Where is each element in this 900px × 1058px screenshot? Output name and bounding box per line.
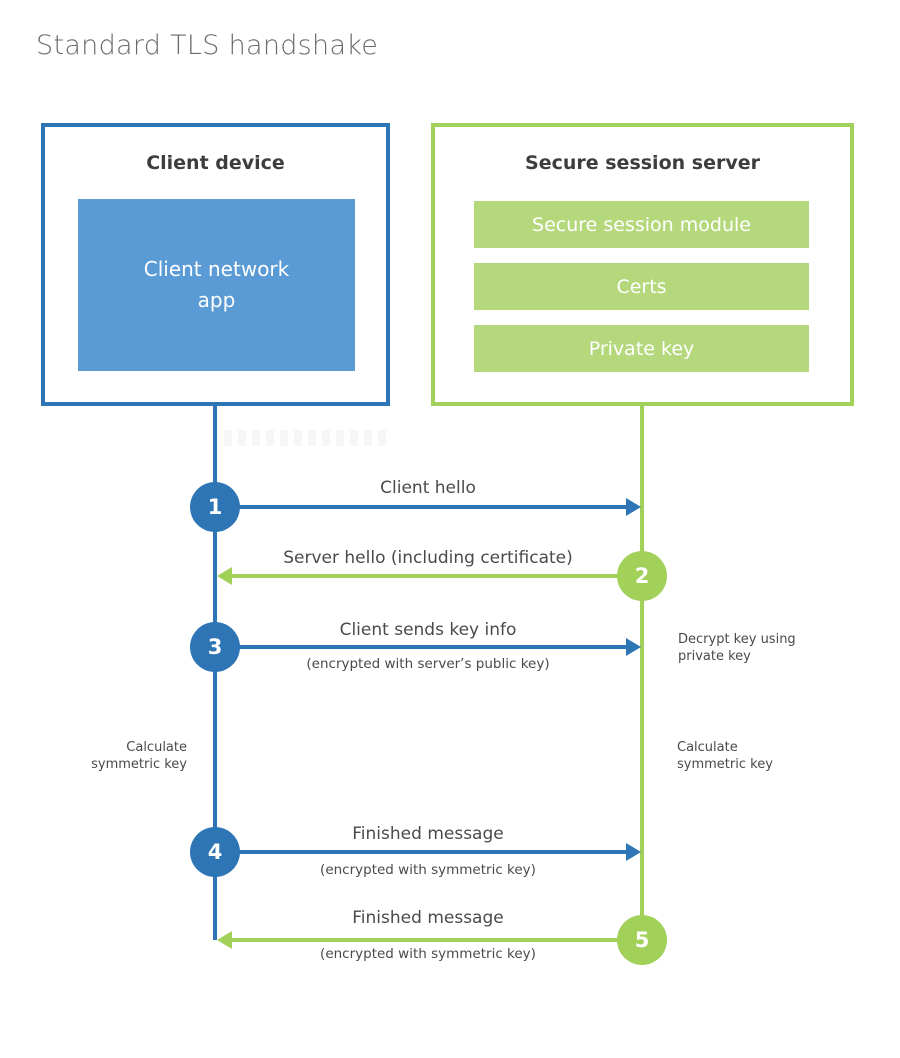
arrow-server-hello [231, 574, 642, 578]
message-label-finished-client: Finished message [352, 824, 504, 844]
secure-session-server-title: Secure session server [525, 152, 760, 174]
message-label-client-hello: Client hello [380, 478, 476, 498]
arrowhead-left-icon [217, 931, 232, 949]
client-device-title: Client device [146, 152, 285, 174]
step-circle-4: 4 [190, 827, 240, 877]
step-circle-2: 2 [617, 551, 667, 601]
message-sublabel-finished-server: (encrypted with symmetric key) [320, 946, 536, 962]
client-lifeline [213, 406, 217, 940]
arrow-client-key-info [215, 645, 627, 649]
arrow-finished-client [215, 850, 627, 854]
message-sublabel-finished-client: (encrypted with symmetric key) [320, 862, 536, 878]
arrowhead-right-icon [626, 843, 641, 861]
note-calculate-symmetric-key-client: Calculate symmetric key [91, 740, 187, 773]
step-circle-1: 1 [190, 482, 240, 532]
step-circle-5: 5 [617, 915, 667, 965]
message-label-client-key-info: Client sends key info [339, 620, 517, 640]
page-title: Standard TLS handshake [36, 30, 379, 61]
note-decrypt-key: Decrypt key using private key [678, 632, 796, 665]
server-lifeline [640, 406, 644, 940]
arrow-finished-server [231, 938, 642, 942]
client-network-app-box: Client network app [78, 199, 355, 371]
arrowhead-left-icon [217, 567, 232, 585]
server-module-private-key: Private key [474, 325, 809, 372]
note-calculate-symmetric-key-server: Calculate symmetric key [677, 740, 773, 773]
message-label-server-hello: Server hello (including certificate) [283, 548, 573, 568]
arrowhead-right-icon [626, 498, 641, 516]
server-module-certs: Certs [474, 263, 809, 310]
arrowhead-right-icon [626, 638, 641, 656]
arrow-client-hello [215, 505, 627, 509]
faded-dashes-decoration [224, 430, 392, 446]
server-module-secure-session-module: Secure session module [474, 201, 809, 248]
step-circle-3: 3 [190, 622, 240, 672]
message-sublabel-client-key-info: (encrypted with server’s public key) [306, 656, 550, 672]
message-label-finished-server: Finished message [352, 908, 504, 928]
